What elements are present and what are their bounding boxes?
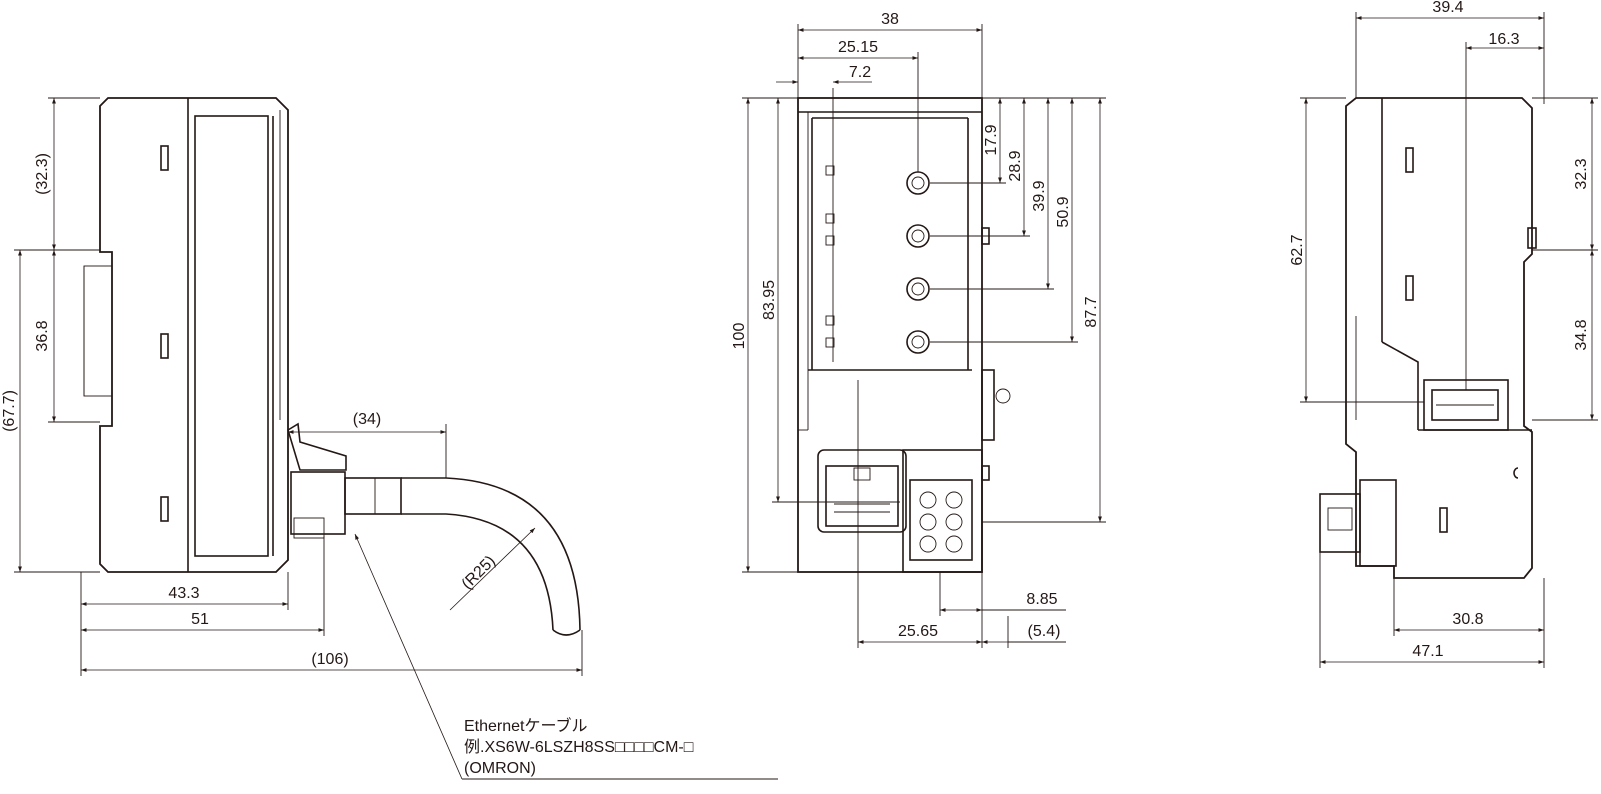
right-dim-34-8: 34.8 <box>1573 319 1590 350</box>
front-dim-83-95: 83.95 <box>761 280 778 320</box>
left-dim-67-7: (67.7) <box>1 390 18 432</box>
callout-line-2: 例.XS6W-6LSZH8SS□□□□CM-□ <box>464 738 694 756</box>
front-dim-5-4: (5.4) <box>1028 623 1061 640</box>
callout-line-1: Ethernetケーブル <box>464 716 588 735</box>
right-dim-16-3: 16.3 <box>1488 31 1519 48</box>
right-dim-30-8: 30.8 <box>1452 611 1483 628</box>
right-view: 39.4 16.3 62.7 32.3 34.8 30.8 47.1 <box>1289 0 1598 668</box>
front-dim-39-9: 39.9 <box>1031 180 1048 211</box>
left-dim-r25: (R25) <box>459 553 499 593</box>
left-dim-32-3: (32.3) <box>34 153 51 195</box>
left-view: (32.3) 36.8 (67.7) (34) 43.3 51 (106) (R… <box>1 97 778 780</box>
right-dim-62-7: 62.7 <box>1289 234 1306 265</box>
right-dim-39-4: 39.4 <box>1432 0 1463 16</box>
front-dim-87-7: 87.7 <box>1083 296 1100 327</box>
front-dim-7-2: 7.2 <box>849 64 871 81</box>
right-view-body <box>1345 97 1533 579</box>
right-dim-32-3: 32.3 <box>1573 158 1590 189</box>
front-dim-28-9: 28.9 <box>1007 150 1024 181</box>
front-dim-25-15: 25.15 <box>838 39 878 56</box>
front-view-body <box>797 97 983 573</box>
left-view-body <box>99 97 289 573</box>
front-dim-100: 100 <box>731 323 748 350</box>
front-dim-38: 38 <box>881 11 899 28</box>
left-dim-106: (106) <box>311 651 348 668</box>
left-dim-51: 51 <box>191 611 209 628</box>
callout-line-3: (OMRON) <box>464 760 536 777</box>
left-dim-43-3: 43.3 <box>168 585 199 602</box>
front-dim-25-65: 25.65 <box>898 623 938 640</box>
front-dim-8-85: 8.85 <box>1026 591 1057 608</box>
front-dim-50-9: 50.9 <box>1055 196 1072 227</box>
right-dim-47-1: 47.1 <box>1412 643 1443 660</box>
left-dim-36-8: 36.8 <box>34 320 51 351</box>
front-dim-17-9: 17.9 <box>983 124 1000 155</box>
front-view: 38 25.15 7.2 17.9 28.9 39.9 50.9 87.7 10… <box>731 11 1106 648</box>
left-dim-34: (34) <box>353 411 381 428</box>
